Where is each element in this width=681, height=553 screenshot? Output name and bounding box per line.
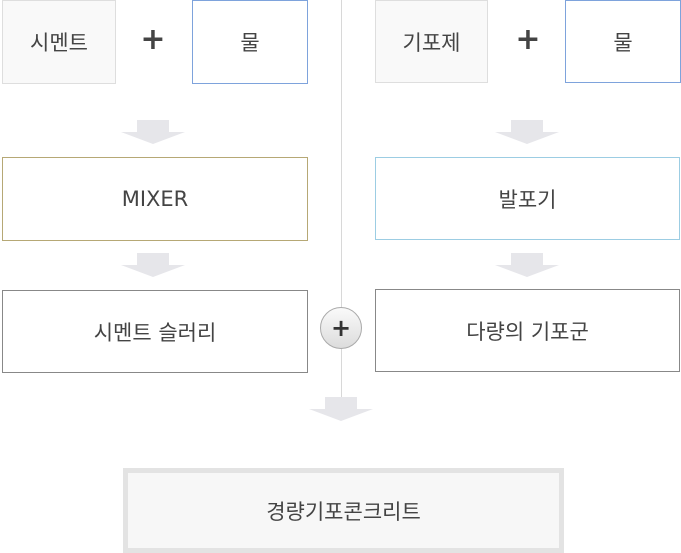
foam-generator-label: 발포기 <box>498 187 557 212</box>
foam-cluster-box: 다량의 기포군 <box>375 289 680 372</box>
mixer-label: MIXER <box>121 187 189 211</box>
arrow-down-icon <box>495 253 559 277</box>
foaming-agent-label: 기포제 <box>402 30 461 55</box>
cement-box: 시멘트 <box>2 0 116 84</box>
final-product-label: 경량기포콘크리트 <box>266 499 421 524</box>
arrow-down-icon <box>495 120 559 144</box>
combine-operator: + <box>330 314 352 342</box>
combine-plus-icon: + <box>320 307 362 349</box>
water-label: 물 <box>240 31 260 55</box>
mixer-box: MIXER <box>2 157 308 241</box>
plus-icon: + <box>140 22 166 57</box>
foam-generator-box: 발포기 <box>375 157 680 240</box>
cement-slurry-label: 시멘트 슬러리 <box>93 320 217 345</box>
plus-icon: + <box>515 22 541 57</box>
water-box-right: 물 <box>565 0 681 83</box>
water-box-left: 물 <box>192 0 308 84</box>
arrow-down-icon <box>121 120 185 144</box>
arrow-down-icon <box>309 397 373 421</box>
arrow-down-icon <box>121 253 185 277</box>
final-product-box: 경량기포콘크리트 <box>123 468 564 553</box>
center-divider-line <box>341 0 342 400</box>
cement-label: 시멘트 <box>30 31 88 55</box>
cement-slurry-box: 시멘트 슬러리 <box>2 290 308 373</box>
water-label: 물 <box>613 30 633 55</box>
foam-cluster-label: 다량의 기포군 <box>466 319 589 344</box>
foaming-agent-box: 기포제 <box>375 0 488 83</box>
